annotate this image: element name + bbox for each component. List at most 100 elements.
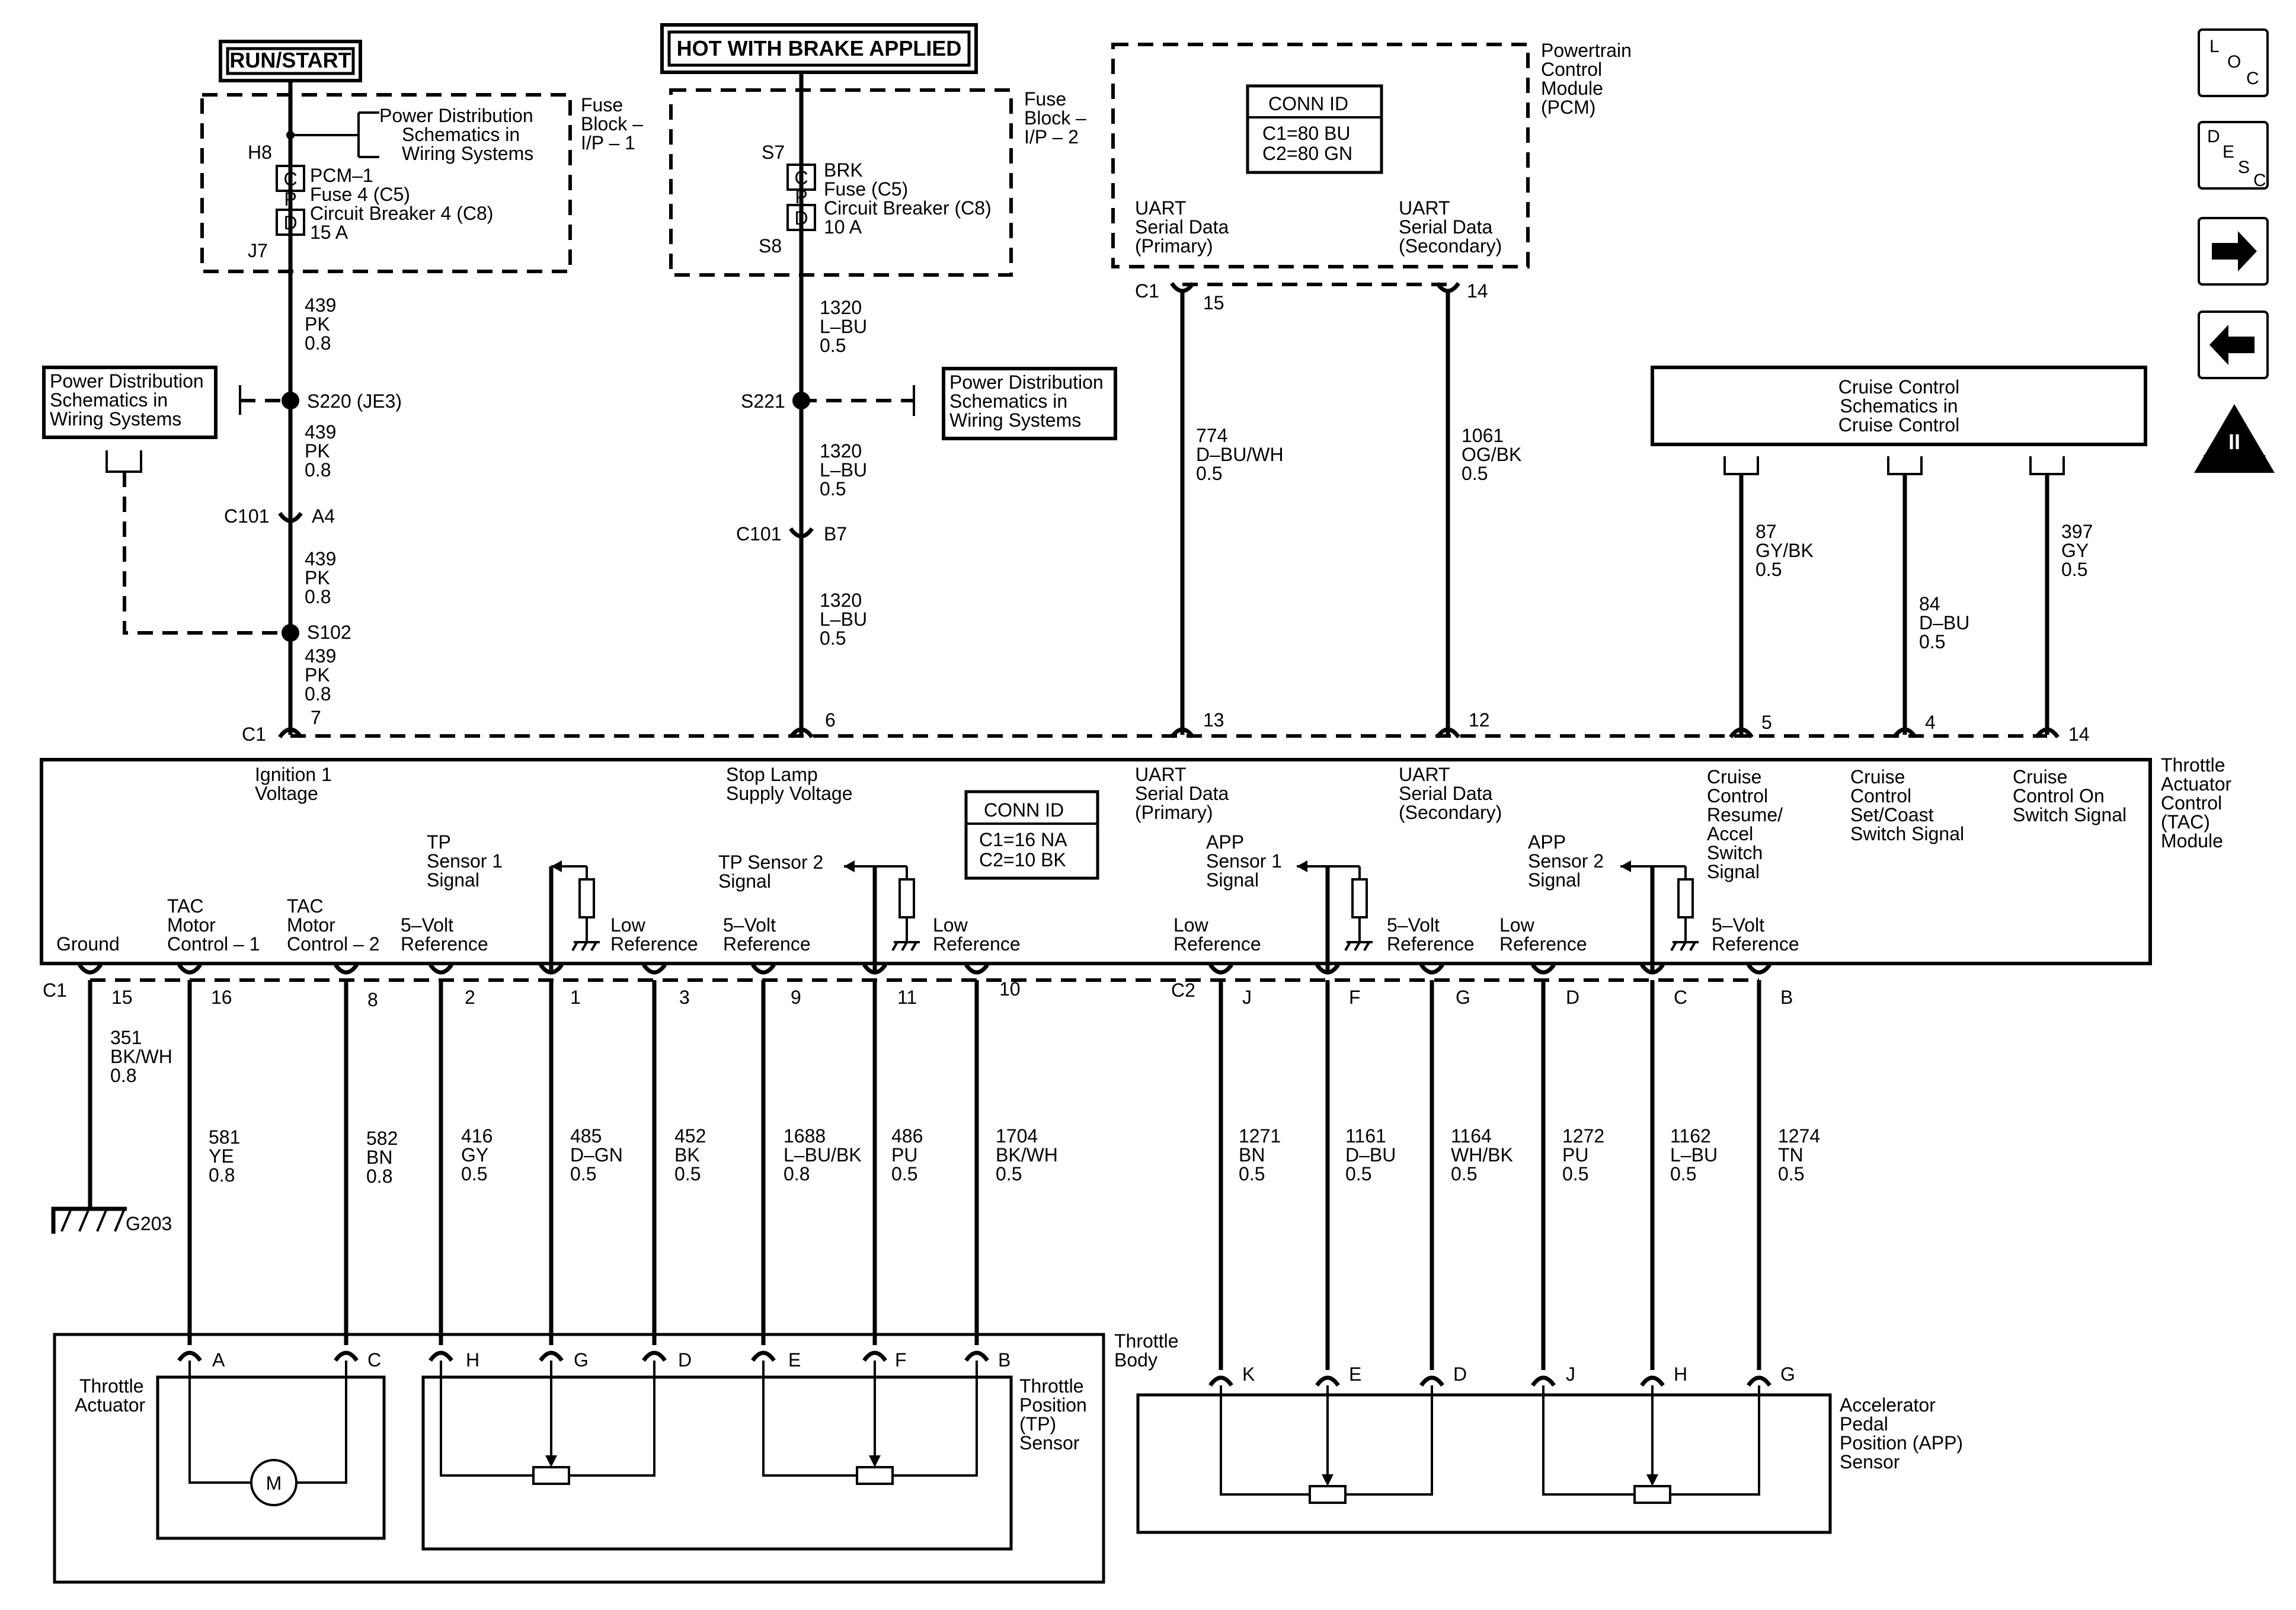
pcm-label-1: Powertrain [1541,40,1632,61]
fuse-block-1-label-2: Block – [581,113,643,135]
fuse-block-2-label-1: Fuse [1024,88,1066,110]
svg-text:1271: 1271 [1239,1125,1281,1147]
fuse2-line-1: BRK [824,159,863,181]
svg-text:D–BU/WH: D–BU/WH [1196,444,1284,465]
pd-s221-2: Schematics in [949,391,1067,412]
motor-label: M [266,1473,282,1494]
app-sensor-1: Accelerator [1840,1394,1936,1416]
tac-bot-pin-2: 2 [465,987,475,1008]
svg-text:Resume/: Resume/ [1707,804,1783,825]
svg-text:Reference: Reference [401,933,488,955]
pcm-secondary-1: UART [1399,197,1450,219]
cruise-sch-1: Cruise Control [1838,376,1960,398]
s220-splice-dot [282,392,299,409]
tac-bot-c1: C1 [43,980,67,1001]
svg-text:5–Volt: 5–Volt [401,914,453,936]
tac-top-pin-12: 12 [1469,709,1490,731]
arrow-right-icon [2212,231,2257,271]
cruise-sch-2: Schematics in [1840,395,1958,417]
svg-text:C: C [283,168,297,190]
obd-ii-icon: II OBD II [2194,404,2275,473]
fuse-block-1-label-1: Fuse [581,94,623,116]
c101-a4-symbol [278,511,303,523]
tac-top-pin-6: 6 [825,709,836,731]
svg-text:Sensor 1: Sensor 1 [1206,850,1282,872]
motor-symbol [250,1459,298,1506]
ground-g203-label: G203 [126,1213,172,1234]
svg-text:0.5: 0.5 [2061,559,2087,580]
svg-text:0.5: 0.5 [1755,559,1782,580]
tac-bot-pin-3: 3 [679,987,690,1008]
app-pin-j: J [1566,1363,1575,1385]
svg-text:L–BU: L–BU [820,459,867,481]
loc-button[interactable]: L O C [2198,28,2269,97]
svg-text:D: D [283,212,297,233]
app-sensor-3: Position (APP) [1840,1432,1963,1454]
pcm-pin-14: 14 [1467,280,1488,302]
c101-a4-pin: A4 [312,505,335,527]
svg-text:485: 485 [570,1125,602,1147]
svg-text:439: 439 [305,421,336,443]
svg-text:Cruise: Cruise [1850,766,1905,788]
svg-text:0.8: 0.8 [305,459,331,481]
svg-text:1320: 1320 [820,440,862,462]
tac-bottom-pin-symbols [78,963,1771,975]
svg-text:GY/BK: GY/BK [1755,540,1814,561]
svg-text:BK/WH: BK/WH [110,1046,172,1067]
tac-bot-pin-d: D [1566,987,1579,1008]
fuse2-cpd-symbol: C P D [786,164,816,231]
svg-text:Reference: Reference [1387,933,1475,955]
svg-text:L–BU: L–BU [1670,1144,1718,1166]
svg-text:0.5: 0.5 [1196,463,1222,484]
next-arrow-button[interactable] [2198,217,2269,286]
prev-arrow-button[interactable] [2198,311,2269,379]
desc-button[interactable]: D E S C [2198,121,2269,190]
svg-text:D–GN: D–GN [570,1144,623,1166]
pcm-label-3: Module [1541,78,1603,99]
tac-top-pin-13: 13 [1203,709,1224,731]
svg-text:Control On: Control On [2013,785,2105,806]
cruise-schematic-box [1651,366,2147,446]
fuse2-line-2: Fuse (C5) [824,178,908,200]
tb-pin-e: E [788,1349,801,1371]
svg-text:0.8: 0.8 [366,1166,392,1187]
svg-text:Cruise: Cruise [2013,766,2067,788]
pcm-c1: C1 [1135,280,1159,302]
s221-label: S221 [741,391,785,412]
svg-text:0.8: 0.8 [305,683,331,705]
motor-wire-a [188,1361,250,1484]
svg-text:0.8: 0.8 [110,1065,136,1086]
tac-conn-id-box: CONN ID C1=16 NA C2=10 BK [964,790,1099,880]
svg-text:774: 774 [1196,425,1227,446]
tac-bot-pin-10: 10 [999,978,1021,1000]
svg-text:0.5: 0.5 [820,628,846,649]
svg-text:1272: 1272 [1562,1125,1604,1147]
tb-pin-g: G [574,1349,589,1371]
svg-text:351: 351 [110,1027,142,1048]
tac-top-pin-5: 5 [1761,712,1772,733]
svg-text:Control – 2: Control – 2 [287,933,380,955]
pcm-secondary-2: Serial Data [1399,216,1493,238]
svg-text:PK: PK [305,567,330,588]
svg-text:0.8: 0.8 [305,586,331,607]
throttle-body-2: Body [1114,1349,1157,1371]
svg-text:0.8: 0.8 [784,1163,810,1185]
svg-text:APP: APP [1206,831,1244,853]
svg-text:APP: APP [1528,831,1566,853]
svg-text:TP: TP [427,831,451,853]
tac-bot-pin-j: J [1242,987,1252,1008]
svg-text:1320: 1320 [820,590,862,611]
